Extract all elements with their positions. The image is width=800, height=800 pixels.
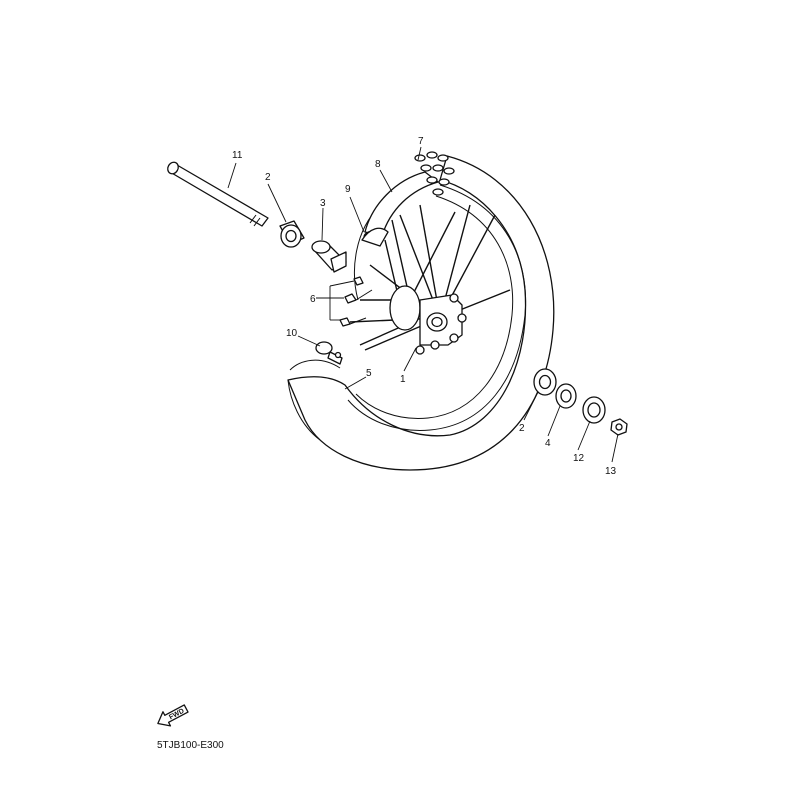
fwd-arrow-icon: FWD: [157, 704, 189, 727]
leader-lines: [227, 146, 619, 463]
callout-9: 9: [345, 184, 351, 195]
axle: [167, 161, 269, 227]
callout-10: 10: [286, 328, 298, 339]
bearing-right: [533, 368, 557, 396]
callout-8: 8: [375, 159, 381, 170]
spoke-nipples: [339, 276, 373, 327]
callout-1: 1: [400, 374, 406, 385]
callout-11: 11: [232, 150, 243, 161]
callout-2-left: 2: [265, 172, 271, 183]
hub: [389, 285, 467, 355]
axle-nut: [610, 418, 628, 436]
callout-3: 3: [320, 198, 326, 209]
callout-12: 12: [573, 453, 585, 464]
collar: [311, 240, 347, 273]
callout-7: 7: [418, 136, 424, 147]
rim-lock: [315, 341, 343, 365]
tube: [361, 227, 389, 247]
callout-labels: 11 2 3 9 8 7 6 10 5 1 2 4 12 13: [232, 136, 617, 477]
figure-code: 5TJB100-E300: [157, 740, 224, 751]
callout-2-right: 2: [519, 423, 525, 434]
callout-5: 5: [366, 368, 372, 379]
bearing-left: [279, 220, 305, 248]
callout-6: 6: [310, 294, 316, 305]
callout-4: 4: [545, 438, 551, 449]
fwd-label: FWD: [168, 708, 185, 722]
oil-seal: [555, 383, 577, 409]
collar-right: [582, 396, 606, 424]
tread-blocks: [414, 151, 455, 196]
callout-13: 13: [605, 466, 617, 477]
